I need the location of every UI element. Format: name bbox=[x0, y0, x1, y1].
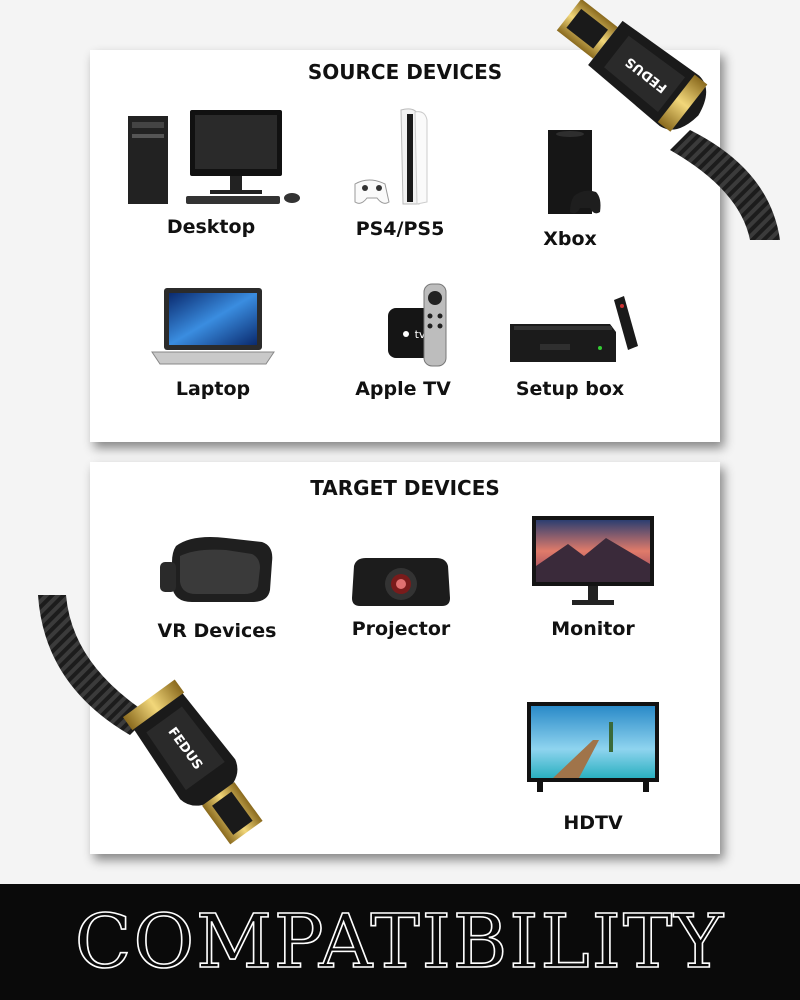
laptop-icon bbox=[151, 288, 275, 365]
device-label: Projector bbox=[351, 618, 451, 640]
monitor-icon bbox=[532, 516, 654, 605]
device-label: VR Devices bbox=[157, 620, 277, 642]
banner-title: COMPATIBILITY bbox=[74, 898, 726, 986]
device-monitor: Monitor bbox=[508, 514, 678, 640]
target-devices-panel: TARGET DEVICES VR Devices Projector bbox=[90, 462, 720, 854]
hdmi-cable-bottom: FEDUS bbox=[38, 595, 263, 845]
device-hdtv: HDTV bbox=[508, 700, 678, 834]
device-projector: Projector bbox=[316, 552, 486, 640]
hdmi-cable-top: FEDUS bbox=[556, 0, 780, 240]
desktop-computer-icon bbox=[128, 110, 300, 204]
device-label: Apple TV bbox=[355, 378, 451, 400]
device-apple-tv: tv Apple TV bbox=[318, 282, 488, 400]
game-console-icon bbox=[354, 108, 428, 205]
xbox-console-icon bbox=[548, 130, 601, 214]
apple-tv-badge: tv bbox=[415, 328, 426, 341]
device-desktop: Desktop bbox=[126, 110, 300, 238]
set-top-box-icon bbox=[510, 296, 638, 362]
device-label: Laptop bbox=[175, 378, 251, 400]
device-xbox: Xbox bbox=[485, 128, 655, 250]
compatibility-banner: COMPATIBILITY bbox=[0, 884, 800, 1000]
device-ps4-ps5: PS4/PS5 bbox=[315, 106, 485, 240]
projector-icon bbox=[352, 558, 450, 606]
device-vr: VR Devices bbox=[132, 532, 302, 642]
device-label: Setup box bbox=[515, 378, 625, 400]
device-label: Xbox bbox=[543, 228, 597, 250]
target-devices-title: TARGET DEVICES bbox=[310, 476, 500, 500]
vr-headset-icon bbox=[160, 537, 273, 602]
device-laptop: Laptop bbox=[128, 286, 298, 400]
device-label: Monitor bbox=[551, 618, 635, 640]
device-setup-box: Setup box bbox=[485, 290, 655, 400]
device-label: Desktop bbox=[166, 216, 256, 238]
device-label: PS4/PS5 bbox=[355, 218, 445, 240]
source-devices-panel: SOURCE DEVICES Desktop PS4/PS5 bbox=[90, 50, 720, 442]
apple-tv-icon: tv bbox=[388, 283, 447, 367]
source-devices-title: SOURCE DEVICES bbox=[307, 60, 503, 84]
tv-icon bbox=[527, 702, 659, 792]
device-label: HDTV bbox=[563, 812, 623, 834]
